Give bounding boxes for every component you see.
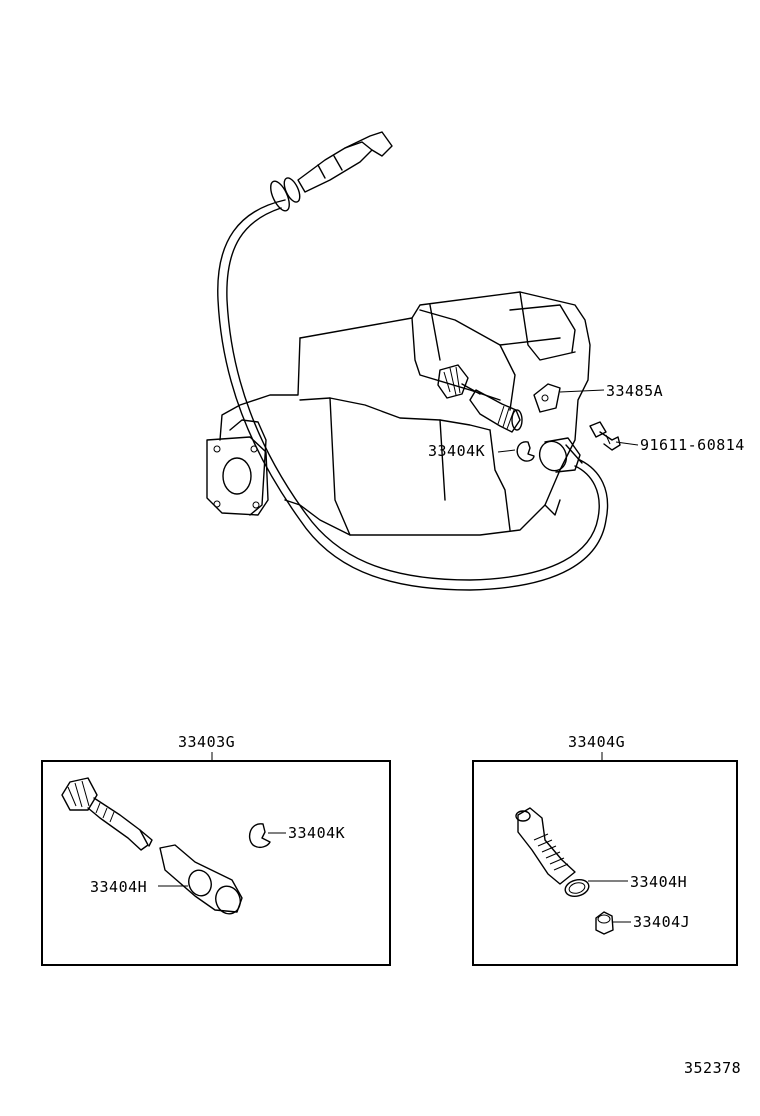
leader-lines	[497, 389, 639, 453]
part-label-33485a: 33485A	[606, 382, 664, 400]
kit-33404g-drawing	[515, 752, 631, 935]
diagram-number: 352378	[684, 1059, 742, 1077]
kit-33403g-box	[41, 760, 391, 966]
transmission-housing-drawing	[206, 291, 591, 536]
part-label-33404k-main: 33404K	[428, 442, 486, 460]
kit-title-33404g: 33404G	[568, 733, 626, 751]
kit-33404g-box	[472, 760, 738, 966]
part-label-33404h-kit-right: 33404H	[630, 873, 688, 891]
part-label-91611-60814: 91611-60814	[640, 436, 745, 454]
kit-title-33403g: 33403G	[178, 733, 236, 751]
driven-gear-sleeve-drawing	[437, 364, 621, 462]
kit-33403g-drawing	[61, 752, 286, 915]
part-label-33404h-kit-left: 33404H	[90, 878, 148, 896]
part-label-33404k-kit: 33404K	[288, 824, 346, 842]
part-label-33404j: 33404J	[633, 913, 691, 931]
speedometer-cable-drawing	[217, 131, 609, 591]
